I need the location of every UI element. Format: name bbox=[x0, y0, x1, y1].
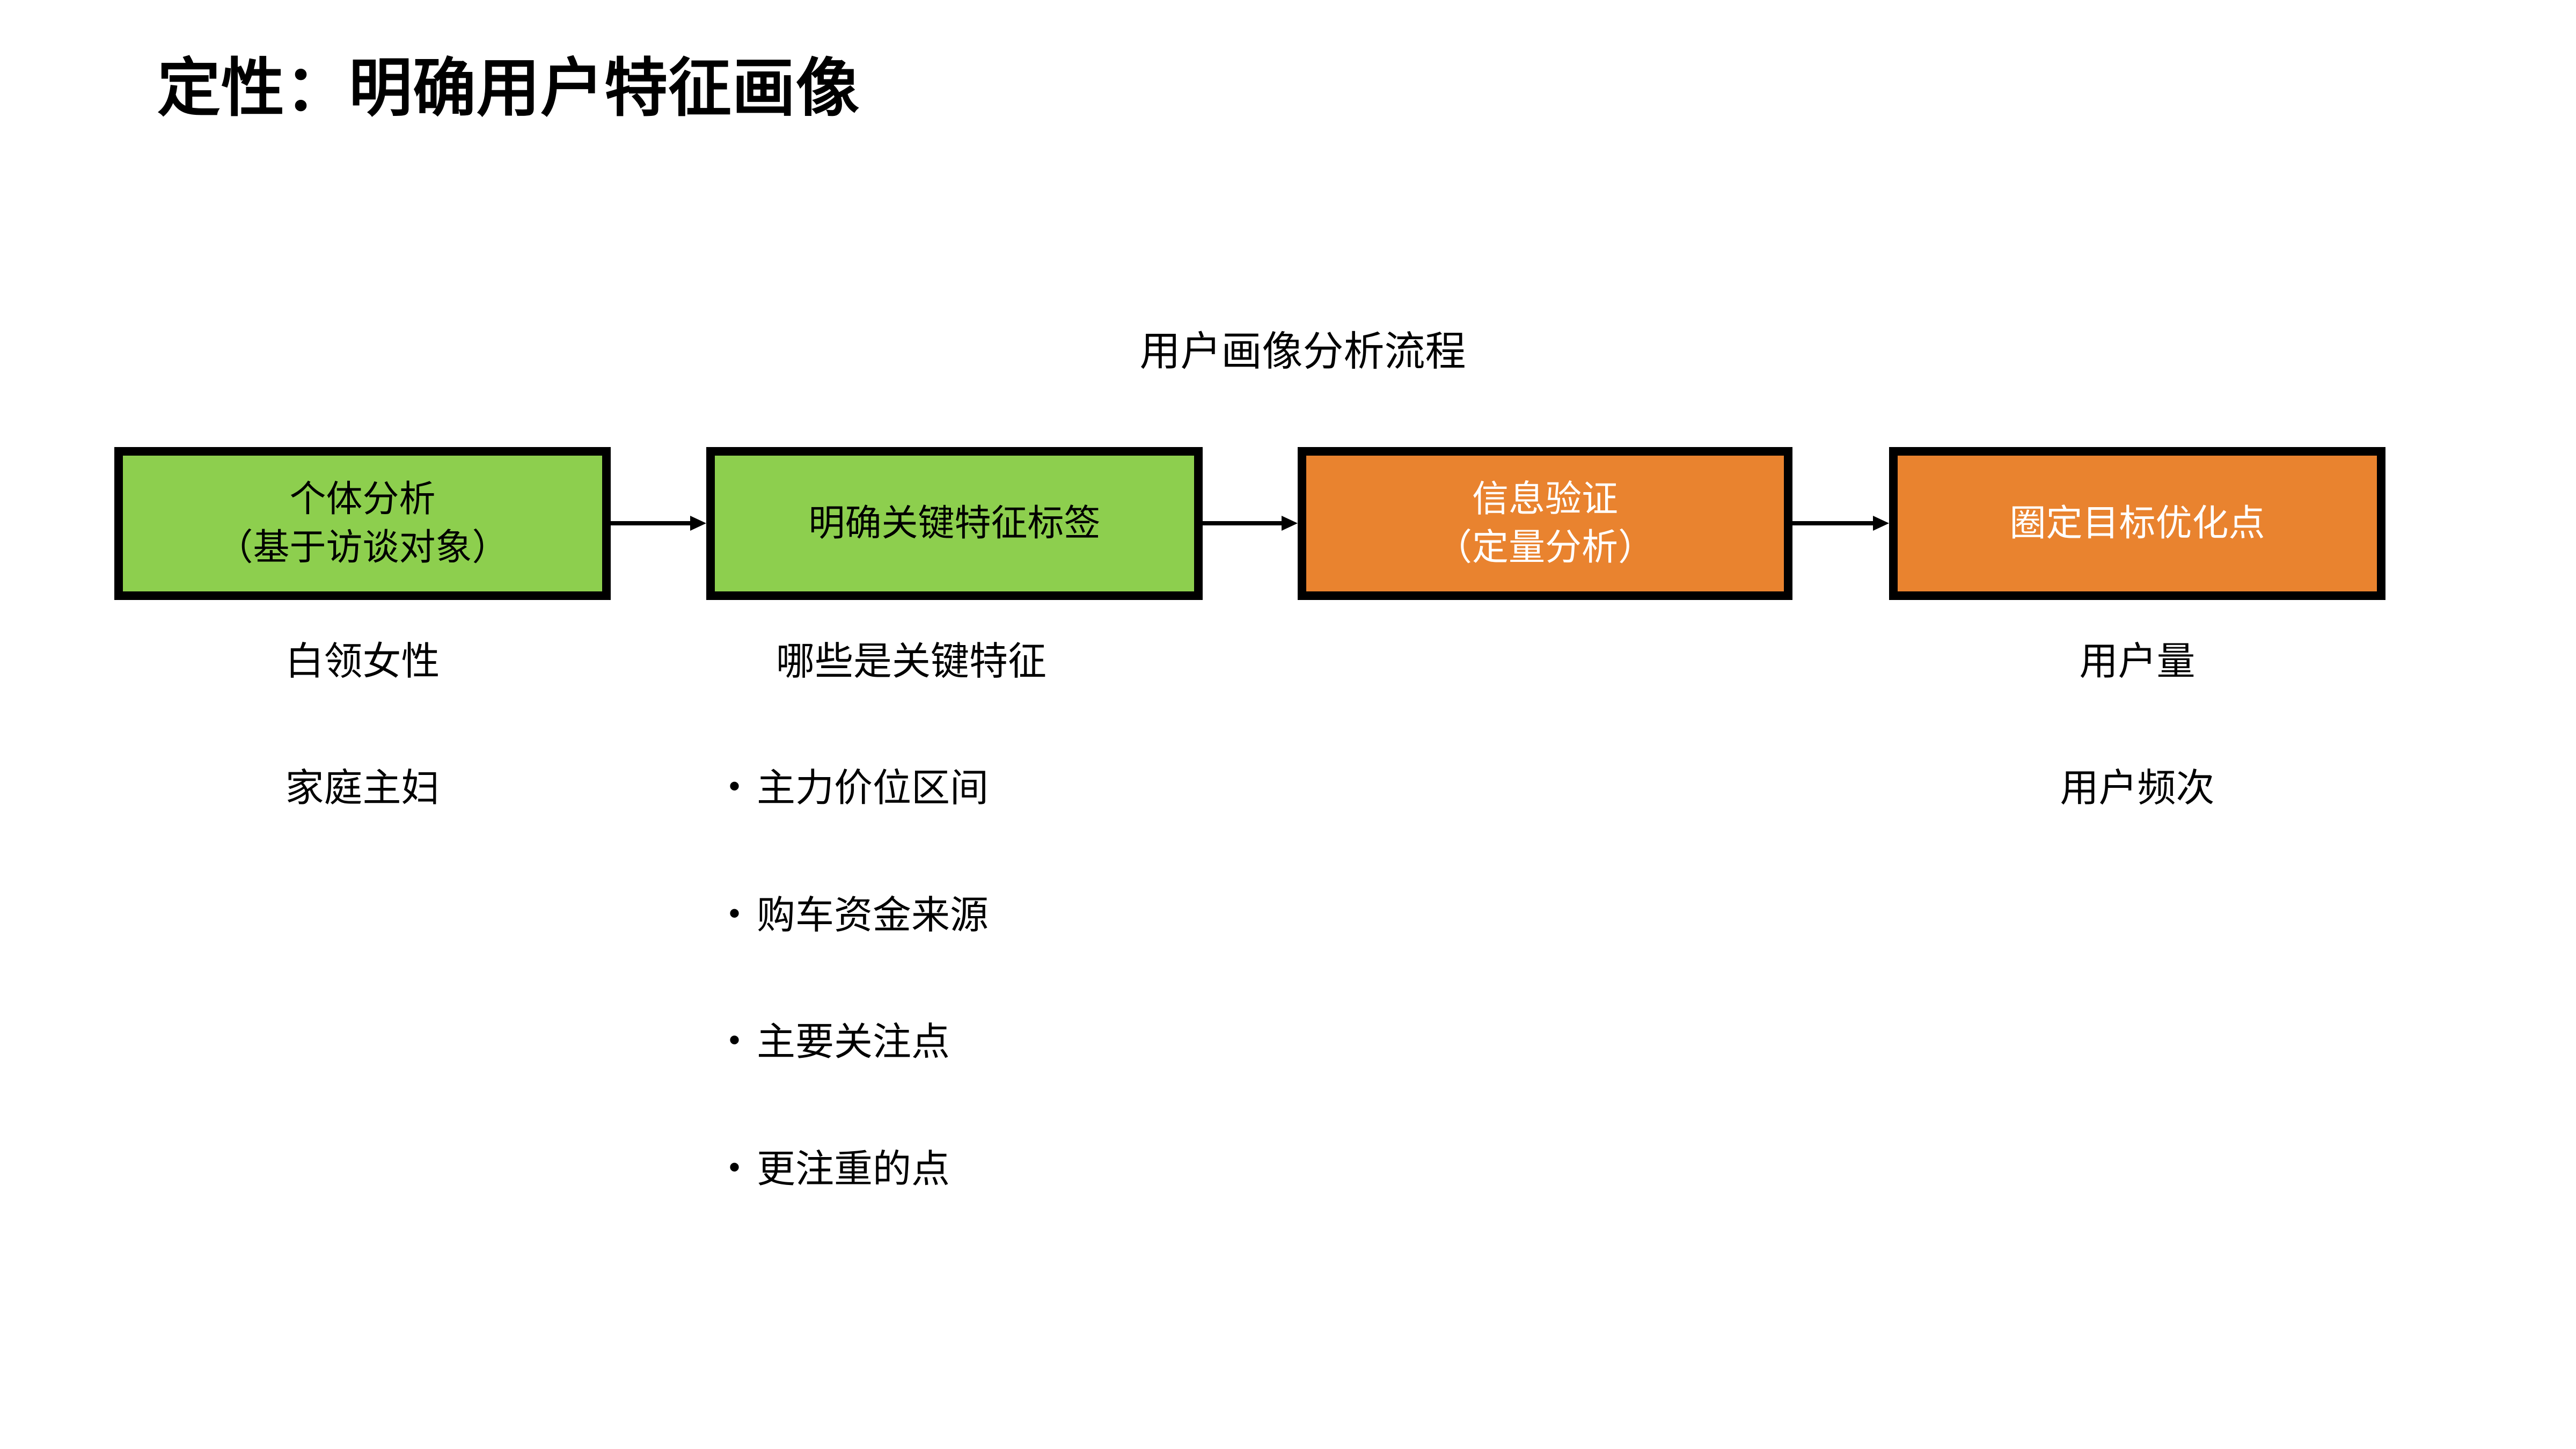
list-item: • 更注重的点 bbox=[729, 1146, 1297, 1192]
arrow-head-icon bbox=[690, 516, 706, 531]
note-item: 家庭主妇 bbox=[285, 767, 440, 810]
arrow-shaft bbox=[1203, 521, 1283, 525]
list-item: • 主要关注点 bbox=[729, 1019, 1297, 1065]
arrow-shaft bbox=[1792, 521, 1874, 525]
flow-stage-2[interactable]: 明确关键特征标签 bbox=[706, 447, 1203, 600]
notes-column-2-heading: 哪些是关键特征 bbox=[776, 640, 1047, 683]
arrow-shaft bbox=[611, 521, 691, 525]
note-item: 用户频次 bbox=[2060, 767, 2215, 810]
bullet-dot-icon: • bbox=[729, 768, 741, 804]
list-item-label: 购车资金来源 bbox=[757, 894, 989, 937]
list-item: • 主力价位区间 bbox=[729, 765, 1297, 811]
notes-column-4: 用户量 用户频次 bbox=[1889, 639, 2385, 812]
flow-arrow-1-to-2 bbox=[611, 516, 706, 531]
list-item-label: 更注重的点 bbox=[757, 1147, 950, 1191]
page-title: 定性：明确用户特征画像 bbox=[157, 53, 860, 124]
note-item: 用户量 bbox=[2079, 640, 2196, 683]
arrow-head-icon bbox=[1873, 516, 1889, 531]
arrow-head-icon bbox=[1282, 516, 1298, 531]
note-item: 白领女性 bbox=[285, 640, 440, 683]
flow-stage-2-line1: 明确关键特征标签 bbox=[808, 502, 1101, 544]
flow-arrow-3-to-4 bbox=[1792, 516, 1889, 531]
flow-stage-4-line1: 圈定目标优化点 bbox=[2009, 502, 2265, 544]
flow-stage-4[interactable]: 圈定目标优化点 bbox=[1889, 447, 2385, 600]
flow-diagram-caption: 用户画像分析流程 bbox=[1139, 329, 1466, 375]
list-item-label: 主要关注点 bbox=[757, 1021, 950, 1064]
flow-stage-3-line2: （定量分析） bbox=[1435, 526, 1655, 568]
notes-column-1: 白领女性 家庭主妇 bbox=[114, 639, 611, 812]
flow-stage-1-line2: （基于访谈对象） bbox=[216, 526, 509, 568]
flow-stage-1[interactable]: 个体分析 （基于访谈对象） bbox=[114, 447, 611, 600]
flow-stage-1-line1: 个体分析 bbox=[289, 478, 436, 519]
bullet-dot-icon: • bbox=[729, 895, 741, 931]
flow-stage-3[interactable]: 信息验证 （定量分析） bbox=[1298, 447, 1792, 600]
flow-arrow-2-to-3 bbox=[1203, 516, 1298, 531]
flow-stage-3-line1: 信息验证 bbox=[1472, 478, 1618, 519]
bullet-dot-icon: • bbox=[729, 1022, 741, 1058]
list-item: • 购车资金来源 bbox=[729, 892, 1297, 939]
list-item-label: 主力价位区间 bbox=[757, 767, 989, 810]
notes-column-2: 哪些是关键特征 • 主力价位区间 • 购车资金来源 • 主要关注点 • 更注重的… bbox=[706, 639, 1297, 1192]
bullet-dot-icon: • bbox=[729, 1148, 741, 1185]
key-feature-bullet-list: • 主力价位区间 • 购车资金来源 • 主要关注点 • 更注重的点 bbox=[729, 765, 1297, 1192]
